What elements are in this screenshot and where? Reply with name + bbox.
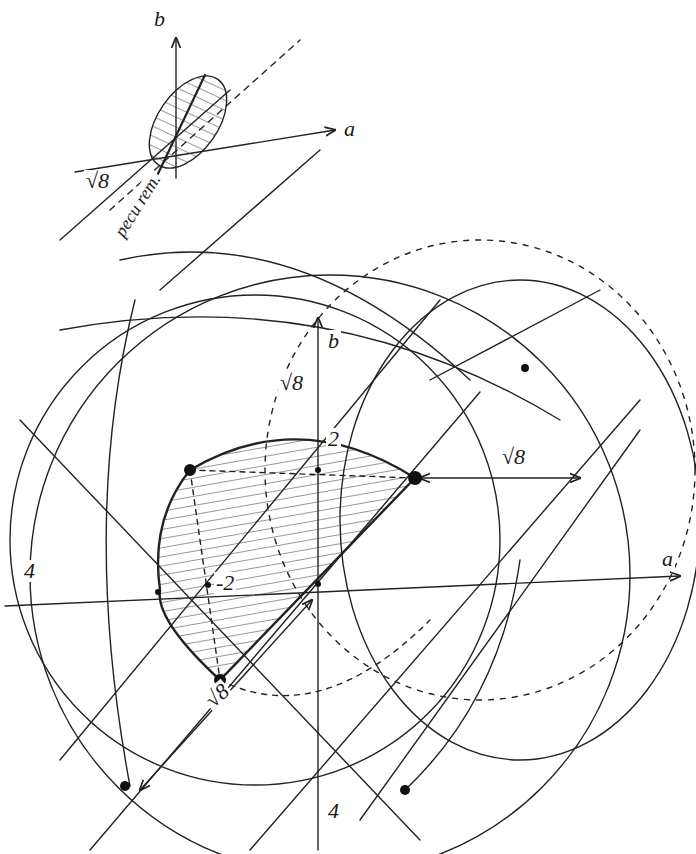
tick-value: 4 [326,800,341,822]
tick-value: 2 [326,428,341,450]
dimension-value: √8 [200,679,235,713]
axis-name: a [342,118,357,140]
dimension-value: √8 [500,446,527,468]
axis-name: a [660,548,675,570]
axis-name: b [152,8,167,30]
note: pecu rem. [110,169,165,242]
tick-value: -2 [214,572,236,594]
axis-name: b [326,330,341,352]
dimension-value: √8 [84,170,111,192]
tick-value: 4 [22,560,37,582]
dimension-value: √8 [278,372,305,394]
